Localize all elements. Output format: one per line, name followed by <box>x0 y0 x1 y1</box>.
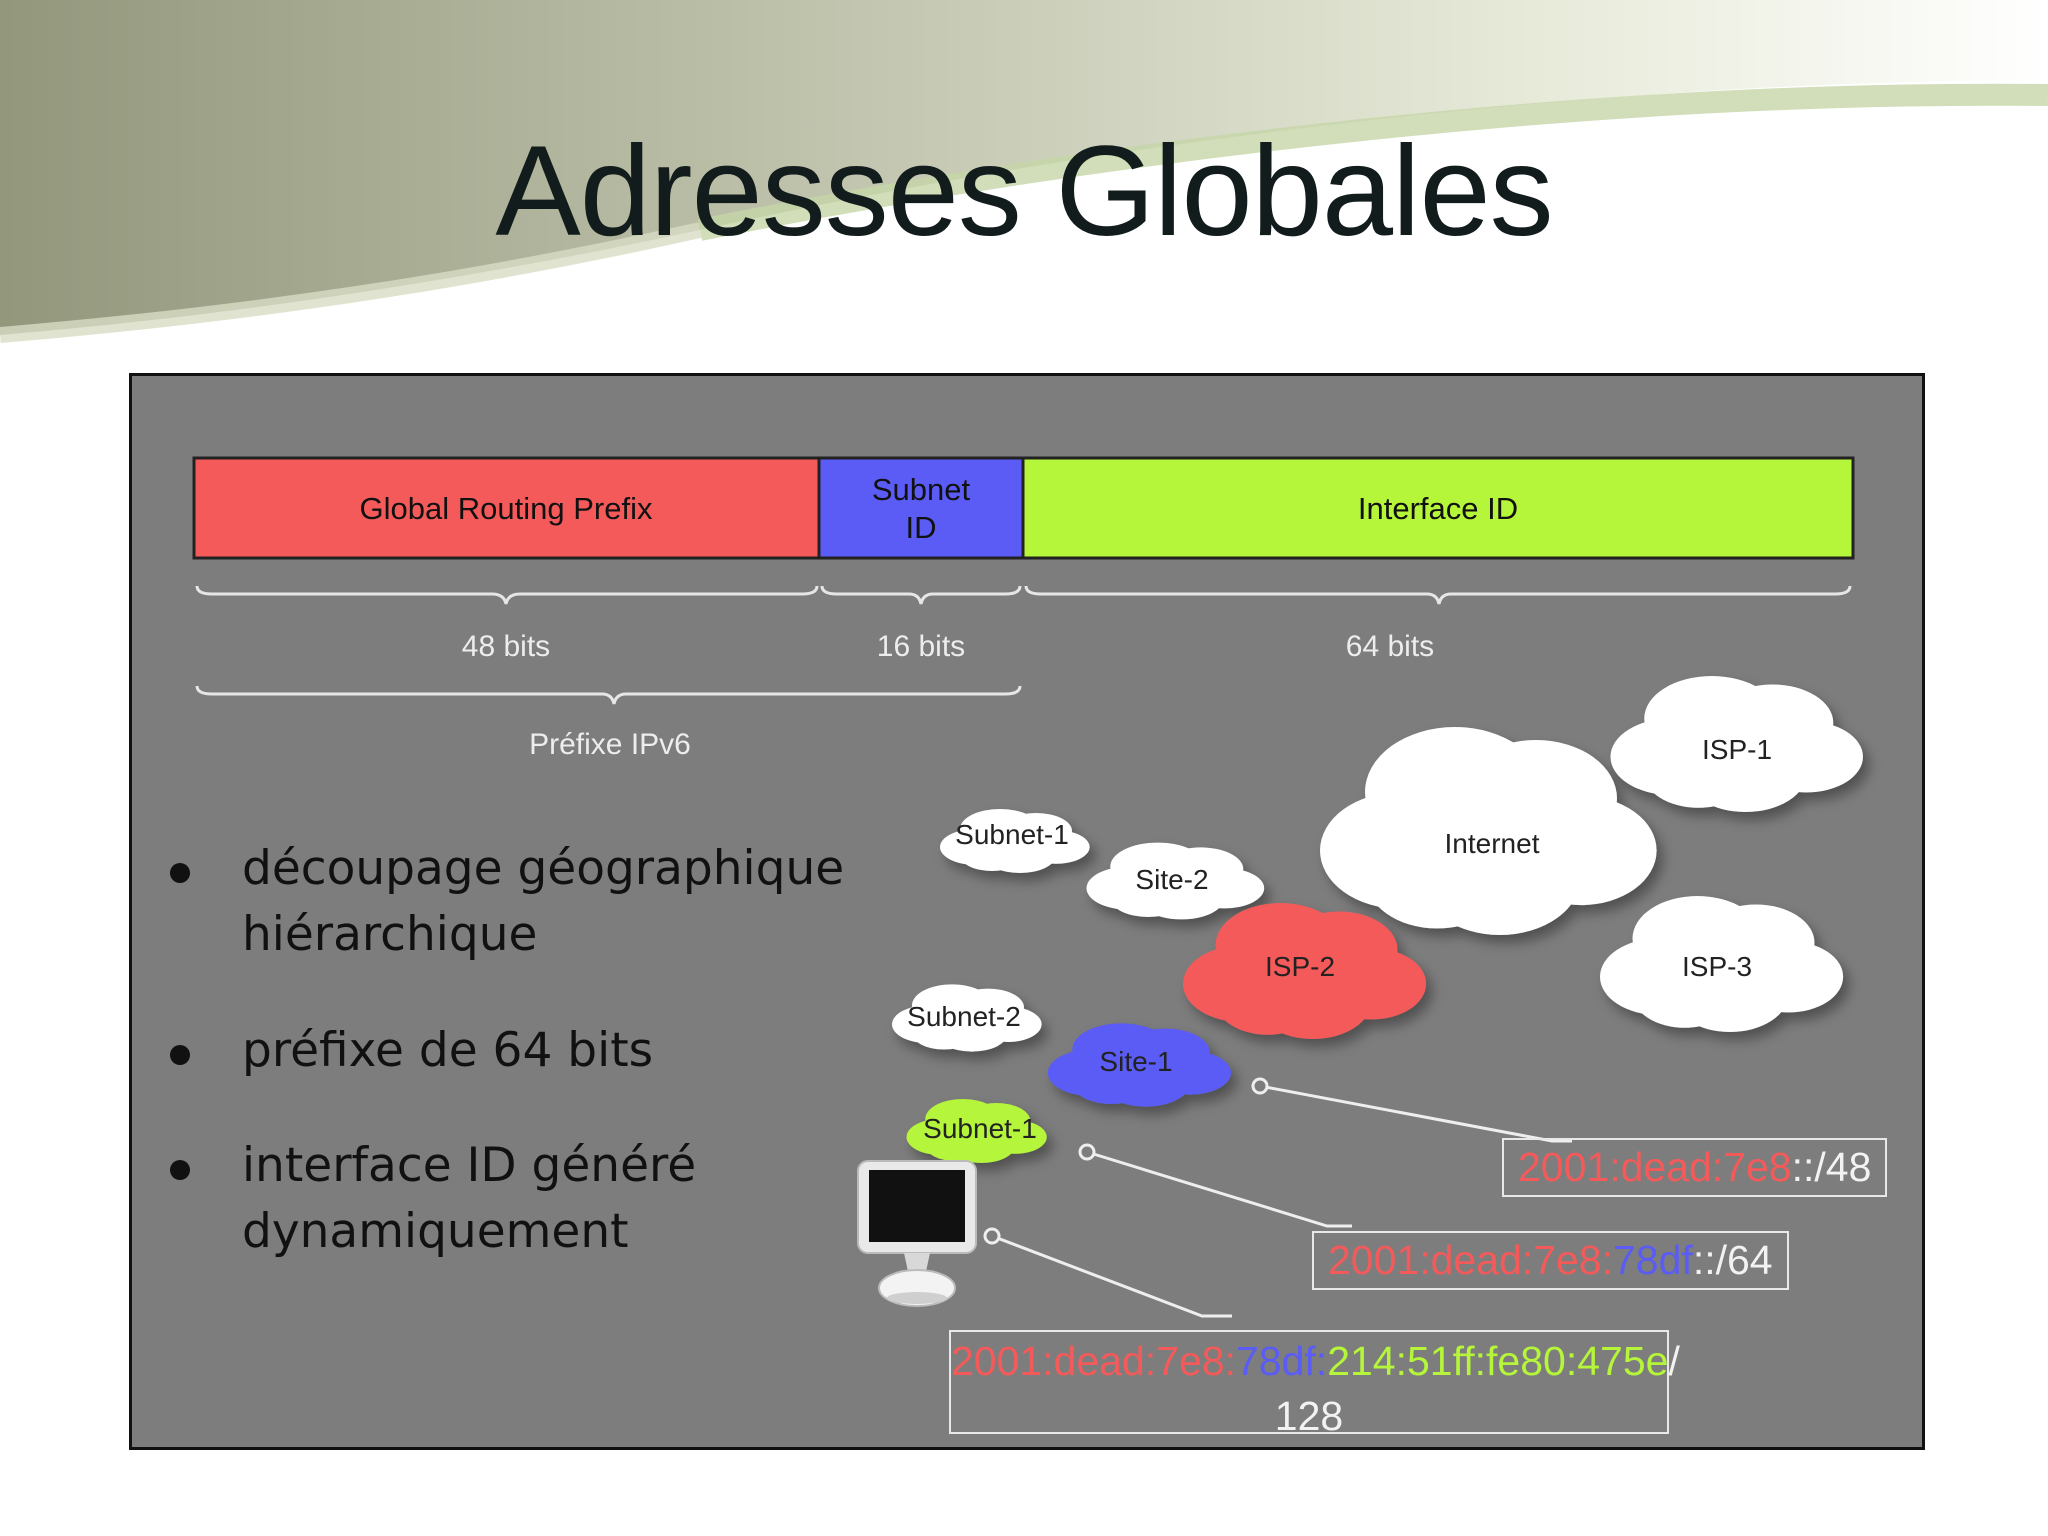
diagram-canvas: Global Routing Prefix Subnet ID Interfac… <box>192 456 1863 1318</box>
address-48-box: 2001:dead:7e8::/48 <box>1502 1138 1888 1198</box>
bits-64-label: 64 bits <box>1346 630 1434 663</box>
address-128-box: 2001:dead:7e8:78df:214:51ff:fe80:475e/ 1… <box>949 1330 1680 1439</box>
slide-title: Adresses Globales <box>495 120 1553 263</box>
isp-3-label: ISP-3 <box>1682 951 1752 982</box>
bullet-text: préfixe de 64 bits <box>242 1022 654 1078</box>
site-2-label: Site-2 <box>1135 864 1208 895</box>
bullet-dot <box>170 1160 190 1181</box>
bit-braces <box>195 585 1852 705</box>
bits-48-label: 48 bits <box>462 630 550 663</box>
address-128-prefix: 2001:dead:7e8: <box>951 1338 1236 1384</box>
subnet-1-top-label: Subnet-1 <box>955 819 1069 850</box>
interface-id-label: Interface ID <box>1358 491 1518 526</box>
bits-16-label: 16 bits <box>877 630 965 663</box>
address-64-subnet: 78df <box>1613 1237 1693 1283</box>
isp-2-label: ISP-2 <box>1265 951 1335 982</box>
connector-dots <box>983 1077 1269 1245</box>
bullet-text: découpage géographique hiérarchique <box>242 841 845 962</box>
subnet-id-label-line2: ID <box>906 510 937 545</box>
address-48-suffix: ::/48 <box>1791 1144 1872 1190</box>
address-48-prefix: 2001:dead:7e8 <box>1518 1144 1792 1190</box>
ipv6-prefix-label: Préfixe IPv6 <box>529 728 691 761</box>
internet-label: Internet <box>1445 828 1540 859</box>
global-routing-prefix-segment <box>192 456 821 560</box>
connector-lines <box>991 1084 1572 1318</box>
site-1-label: Site-1 <box>1099 1046 1172 1077</box>
interface-id-segment <box>1021 456 1855 560</box>
address-64-box: 2001:dead:7e8:78df::/64 <box>1312 1231 1789 1291</box>
diagram-panel: Global Routing Prefix Subnet ID Interfac… <box>129 373 1925 1450</box>
subnet-id-label-line1: Subnet <box>872 472 971 507</box>
bullet-dot <box>170 1044 190 1065</box>
bullet-text: interface ID généré dynamiquement <box>242 1138 697 1260</box>
isp-1-label: ISP-1 <box>1702 734 1772 765</box>
bullet-list: découpage géographique hiérarchique préf… <box>152 836 932 1315</box>
subnet-2-label: Subnet-2 <box>907 1001 1021 1032</box>
bullet-dot <box>170 863 190 883</box>
header-photo-banner <box>0 0 2048 343</box>
bullet-item: découpage géographique hiérarchique <box>152 836 932 968</box>
computer-icon <box>857 1160 977 1307</box>
address-128-interface: 214:51ff:fe80:475e <box>1327 1338 1669 1384</box>
address-64-prefix: 2001:dead:7e8: <box>1328 1237 1613 1283</box>
global-routing-prefix-label: Global Routing Prefix <box>360 491 653 526</box>
address-128-length: 128 <box>1274 1393 1344 1440</box>
address-128-subnet: 78df: <box>1236 1338 1328 1384</box>
bullet-item: préfixe de 64 bits <box>152 1018 932 1084</box>
bullet-item: interface ID généré dynamiquement <box>152 1133 932 1265</box>
address-64-suffix: ::/64 <box>1692 1237 1773 1283</box>
subnet-1-bottom-label: Subnet-1 <box>923 1113 1037 1144</box>
address-128-slash: / <box>1668 1338 1680 1384</box>
